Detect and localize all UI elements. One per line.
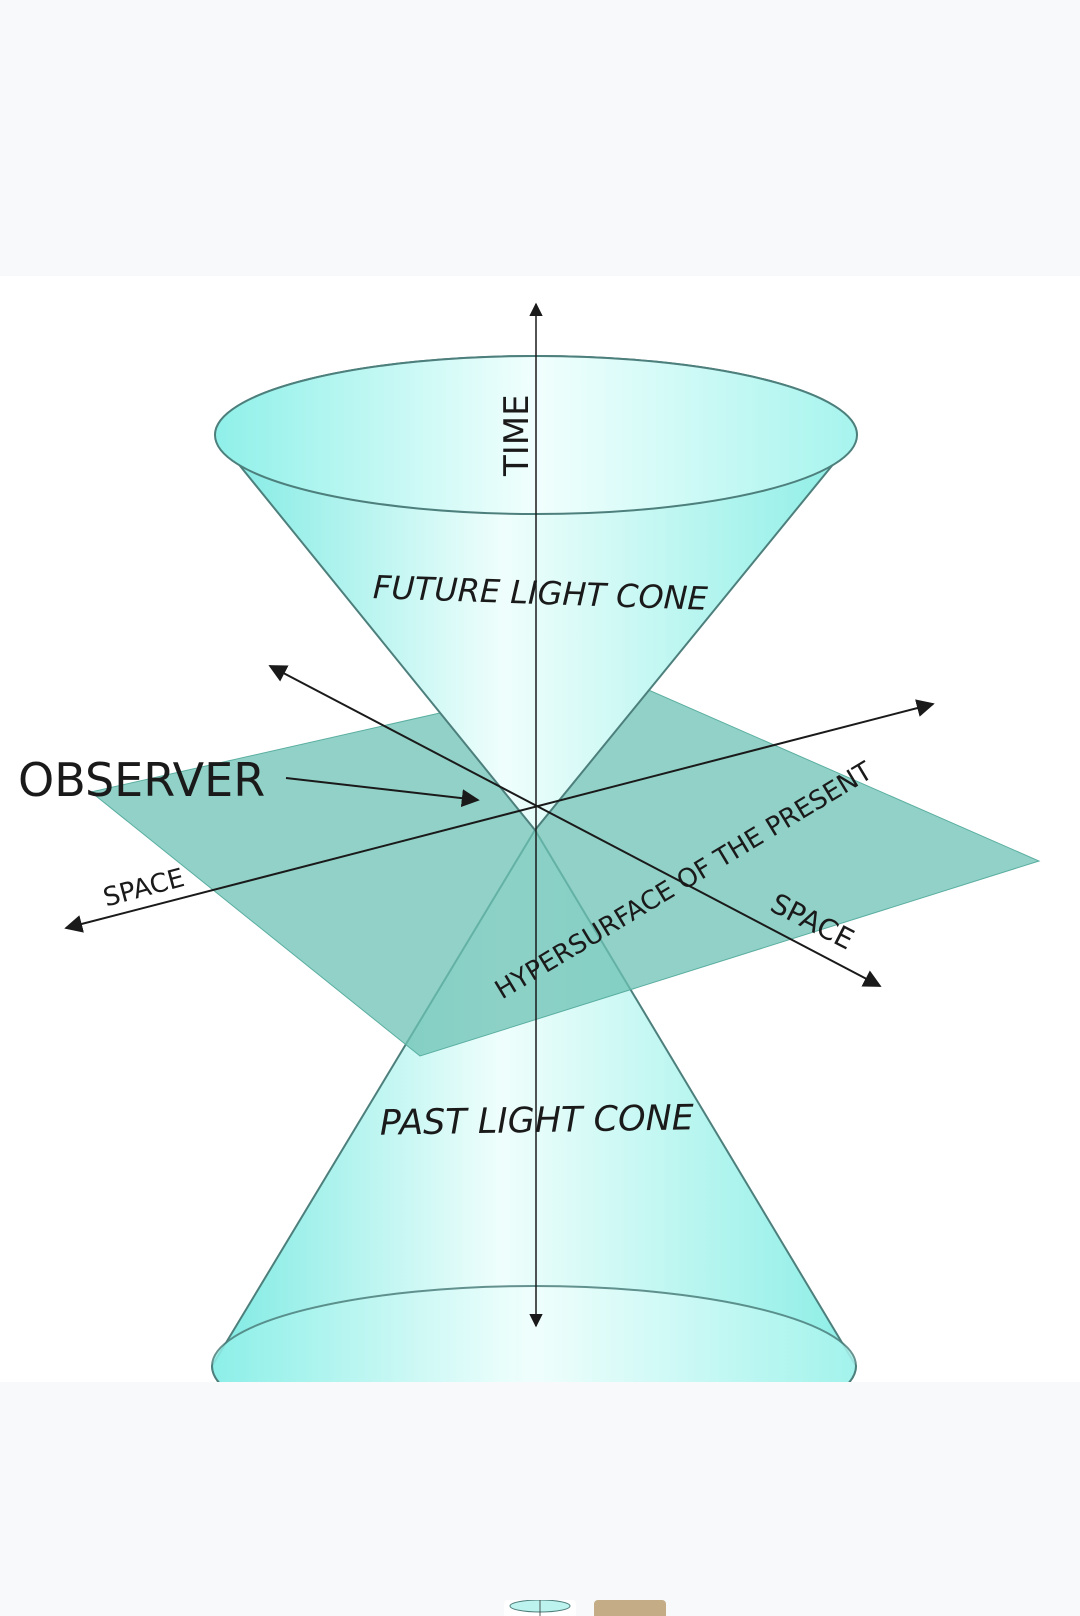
thumbnail-strip <box>0 1590 1080 1616</box>
space-label-left: SPACE <box>100 863 187 913</box>
time-axis-label: TIME <box>497 394 537 477</box>
observer-arrow <box>285 777 480 808</box>
diagram-canvas: TIME FUTURE LIGHT CONE PAST LIGHT CONE O… <box>18 302 1041 1382</box>
light-cone-thumbnail[interactable] <box>504 1600 576 1616</box>
tan-image-thumbnail[interactable] <box>594 1600 666 1616</box>
space-axis-right <box>268 665 882 987</box>
past-light-cone-label: PAST LIGHT CONE <box>379 1098 695 1143</box>
observer-label: OBSERVER <box>18 753 265 807</box>
light-cone-diagram: TIME FUTURE LIGHT CONE PAST LIGHT CONE O… <box>0 276 1080 1382</box>
thumbnail-cone-icon <box>509 1600 571 1616</box>
